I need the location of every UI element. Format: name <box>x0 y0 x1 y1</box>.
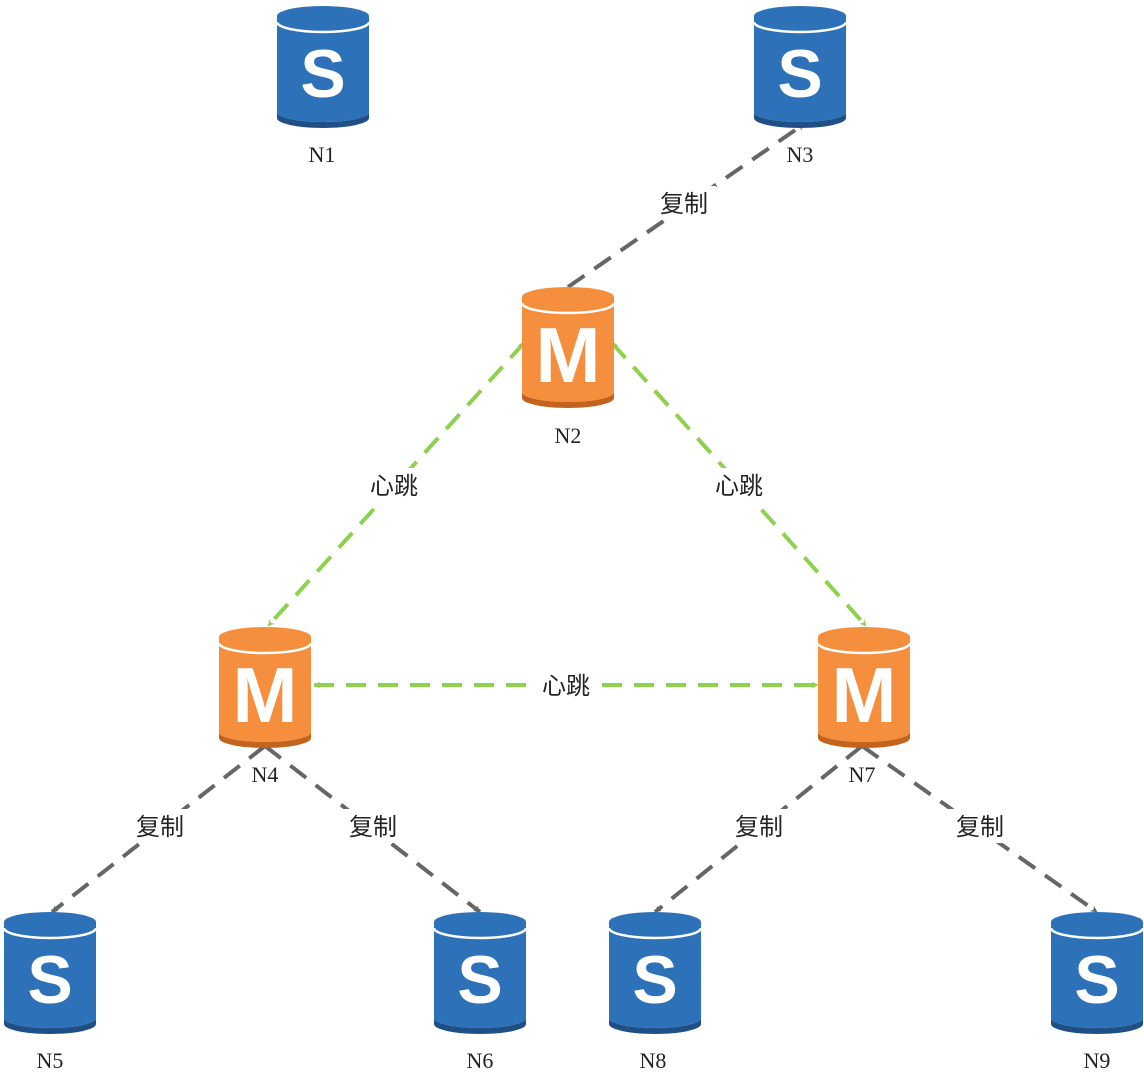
node-letter: S <box>300 36 345 112</box>
node-label: N6 <box>467 1048 494 1073</box>
database-icon: S <box>607 912 703 1034</box>
edges <box>50 122 1099 914</box>
database-icon: S <box>1049 912 1144 1034</box>
node-label: N5 <box>37 1048 64 1073</box>
node-letter: M <box>233 651 298 739</box>
edge-labels: 复制 心跳 心跳 心跳 复制 复制 复制 复制 <box>128 186 1012 843</box>
node-n2: M N2 <box>520 287 616 448</box>
edge-label-n4-n5: 复制 <box>136 813 184 841</box>
node-label: N1 <box>309 142 336 167</box>
edge-label-n2-n3: 复制 <box>660 190 708 218</box>
node-label: N9 <box>1084 1048 1111 1073</box>
node-label: N7 <box>849 762 876 787</box>
node-letter: S <box>27 942 72 1018</box>
edge-label-n4-n7: 心跳 <box>542 672 590 700</box>
edge-label-n4-n6: 复制 <box>349 813 397 841</box>
database-icon: M <box>816 627 912 748</box>
database-icon: S <box>432 912 528 1034</box>
node-label: N2 <box>555 423 582 448</box>
node-letter: S <box>1074 942 1119 1018</box>
node-n4: M N4 <box>217 627 313 787</box>
node-n6: S N6 <box>432 912 528 1073</box>
edge-label-n7-n8: 复制 <box>735 813 783 841</box>
edge-label-n2-n7: 心跳 <box>715 472 763 500</box>
nodes: S N1 S N3 M N2 <box>2 6 1144 1073</box>
node-n5: S N5 <box>2 912 98 1073</box>
node-label: N8 <box>640 1048 667 1073</box>
node-n1: S N1 <box>275 6 371 167</box>
node-n8: S N8 <box>607 912 703 1073</box>
edge-label-n2-n4: 心跳 <box>370 472 418 500</box>
node-letter: M <box>536 311 601 399</box>
node-letter: S <box>457 942 502 1018</box>
database-icon: M <box>217 627 313 748</box>
node-label: N3 <box>787 142 814 167</box>
edge-label-n7-n9: 复制 <box>956 813 1004 841</box>
node-n9: S N9 <box>1049 912 1144 1073</box>
database-icon: S <box>275 6 371 128</box>
database-icon: M <box>520 287 616 408</box>
node-letter: S <box>777 36 822 112</box>
node-label: N4 <box>252 762 279 787</box>
database-icon: S <box>2 912 98 1034</box>
database-icon: S <box>752 6 848 128</box>
node-letter: M <box>832 651 897 739</box>
node-letter: S <box>632 942 677 1018</box>
node-n3: S N3 <box>752 6 848 167</box>
node-n7: M N7 <box>816 627 912 787</box>
